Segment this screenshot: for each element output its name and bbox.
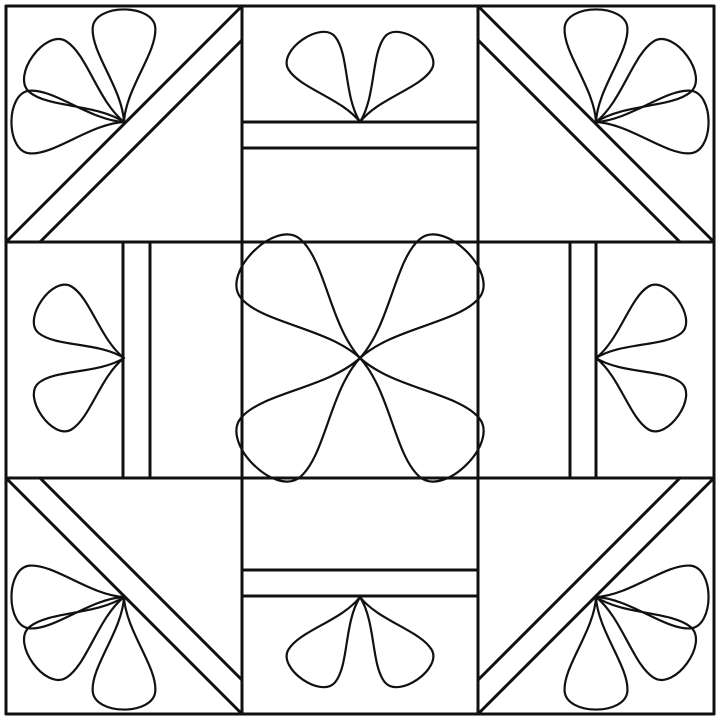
corner-top-right-three-petal-flower xyxy=(563,8,710,155)
corner-top-left xyxy=(4,4,244,244)
petal-4 xyxy=(235,356,362,483)
corner-bottom-right xyxy=(476,476,716,716)
edge-bottom-center xyxy=(240,568,480,689)
petal-3 xyxy=(594,38,698,124)
sash-line-inner xyxy=(38,476,244,682)
sash-line-inner xyxy=(476,38,682,244)
petal-1 xyxy=(32,283,126,360)
petal-1 xyxy=(235,233,362,360)
edge-middle-left xyxy=(32,240,152,480)
edge-bottom-center-two-petal-flower xyxy=(285,595,435,689)
edge-top-center-two-petal-flower xyxy=(285,30,435,124)
corner-bottom-right-three-petal-flower xyxy=(563,564,710,711)
corner-bottom-left xyxy=(4,476,244,716)
petal-2 xyxy=(358,595,435,689)
petal-2 xyxy=(358,30,435,124)
corner-top-left-sash xyxy=(4,4,244,244)
edge-middle-right xyxy=(568,240,688,480)
petal-1 xyxy=(285,30,362,124)
center-square xyxy=(235,233,485,483)
petal-3 xyxy=(358,356,485,483)
sash-line-inner xyxy=(476,476,682,682)
corner-top-left-three-petal-flower xyxy=(10,8,157,155)
edge-middle-right-sash xyxy=(568,240,598,480)
block-outer-border xyxy=(4,4,716,716)
edge-middle-left-two-petal-flower xyxy=(32,283,126,433)
petal-1 xyxy=(594,283,688,360)
sash-line-inner xyxy=(38,38,244,244)
petal-2 xyxy=(594,356,688,433)
petal-1 xyxy=(91,595,157,711)
petal-1 xyxy=(563,8,629,124)
corner-top-right xyxy=(476,4,716,244)
center-square-outline xyxy=(240,240,480,480)
petal-3 xyxy=(22,595,126,681)
edge-middle-right-two-petal-flower xyxy=(594,283,688,433)
petal-1 xyxy=(91,8,157,124)
petal-1 xyxy=(285,595,362,689)
petal-1 xyxy=(563,595,629,711)
petal-3 xyxy=(22,38,126,124)
sash-line-outer xyxy=(4,4,244,244)
edge-top-center xyxy=(240,30,480,150)
sash-line-outer xyxy=(476,4,716,244)
petal-2 xyxy=(358,233,485,360)
petal-3 xyxy=(594,595,698,681)
corner-top-right-sash xyxy=(476,4,716,244)
corner-bottom-left-three-petal-flower xyxy=(10,564,157,711)
center-four-petal-flower xyxy=(235,233,485,483)
petal-2 xyxy=(32,356,126,433)
